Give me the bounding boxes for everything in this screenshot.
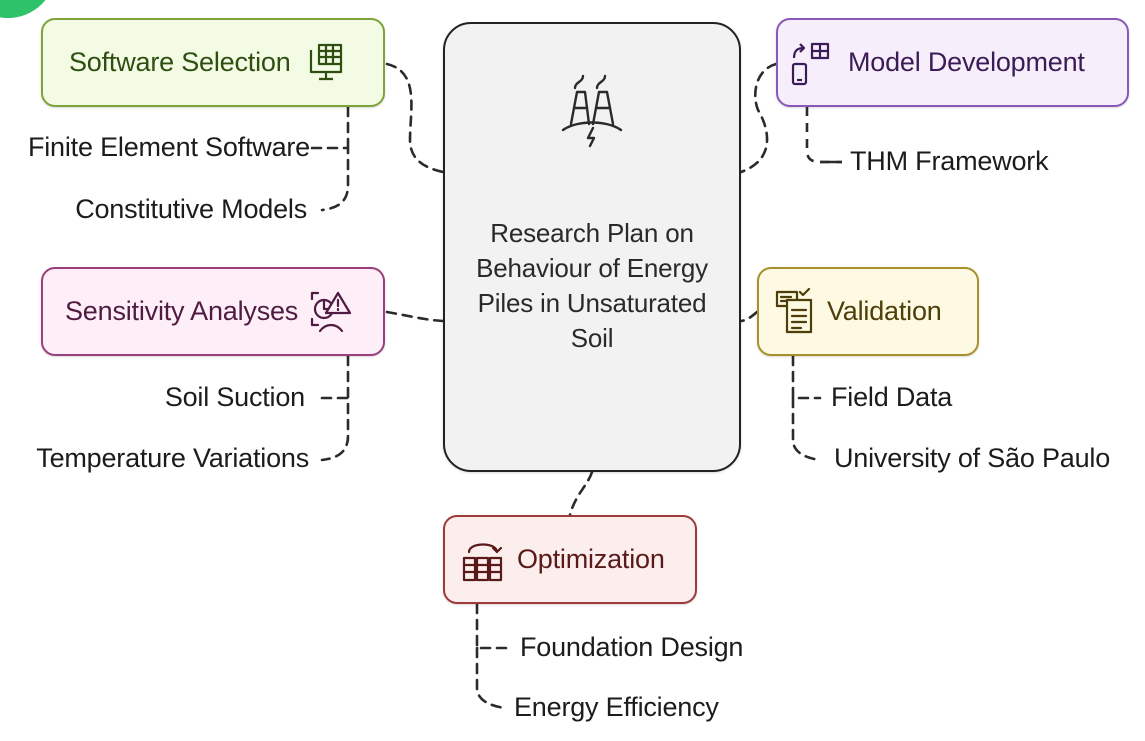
edge-validation (739, 310, 759, 323)
node-software-selection[interactable]: Software Selection (41, 18, 385, 107)
edge-sensitivity (385, 310, 445, 323)
leaf-university-of-sao-paulo: University of São Paulo (834, 443, 1111, 473)
device-grid-icon (788, 40, 832, 86)
chart-warning-icon (308, 289, 354, 335)
central-topic-node[interactable]: Research Plan on Behaviour of Energy Pil… (443, 22, 741, 472)
power-plant-icon (557, 70, 627, 150)
node-software-selection-label: Software Selection (69, 47, 291, 77)
node-sensitivity-analyses[interactable]: Sensitivity Analyses (41, 267, 385, 356)
leaf-constitutive-models: Constitutive Models (75, 194, 307, 224)
checklist-icon (773, 287, 815, 336)
leaf-foundation-design: Foundation Design (520, 632, 744, 662)
leaf-soil-suction: Soil Suction (164, 382, 305, 412)
edge-validation-children (791, 354, 822, 462)
node-validation-label: Validation (827, 296, 942, 326)
node-model-development[interactable]: Model Development (776, 18, 1129, 107)
building-cycle-icon (461, 538, 505, 582)
edge-optimization-children (475, 602, 508, 710)
leaf-energy-efficiency: Energy Efficiency (514, 692, 719, 722)
computer-spreadsheet-icon (305, 42, 347, 84)
edge-software (385, 62, 445, 174)
leaf-field-data: Field Data (831, 382, 953, 412)
central-topic-label: Research Plan on Behaviour of Energy Pil… (476, 218, 708, 353)
node-optimization-label: Optimization (517, 544, 665, 574)
leaf-finite-element-software: Finite Element Software (27, 132, 310, 162)
edge-sensitivity-children (320, 354, 350, 462)
edge-model-children (805, 107, 842, 164)
node-optimization[interactable]: Optimization (443, 515, 697, 604)
edge-model (739, 62, 778, 174)
leaf-thm-framework: THM Framework (850, 146, 1049, 176)
node-validation[interactable]: Validation (757, 267, 979, 356)
node-sensitivity-analyses-label: Sensitivity Analyses (65, 296, 299, 326)
edge-optimization (568, 470, 594, 517)
leaf-temperature-variations: Temperature Variations (36, 443, 309, 473)
edge-software-children (310, 105, 350, 212)
node-model-development-label: Model Development (848, 47, 1085, 77)
